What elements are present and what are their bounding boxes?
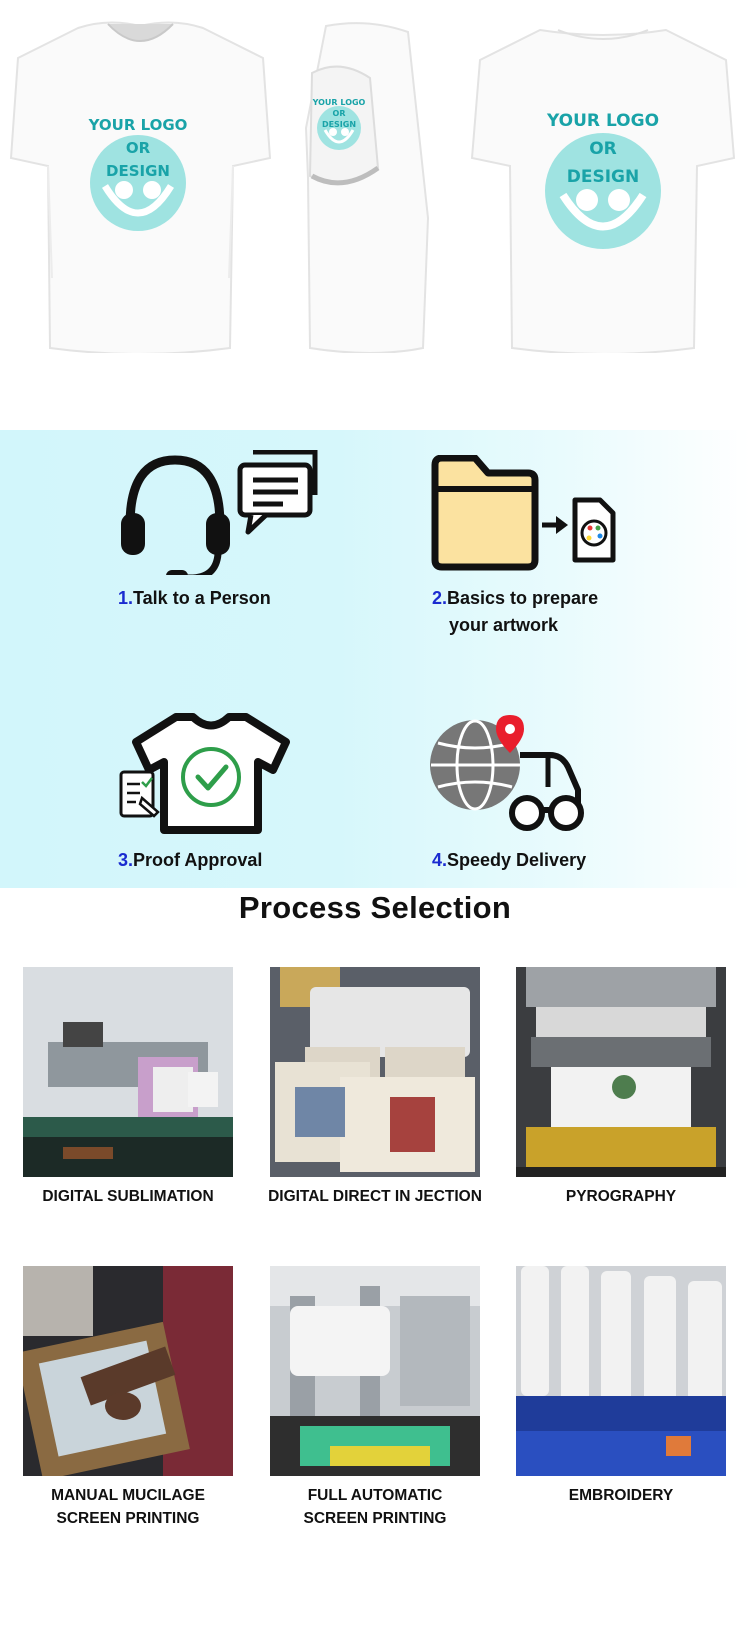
- step-4-label: 4.Speedy Delivery: [432, 847, 586, 874]
- sleeve-logo-line3: DESIGN: [322, 120, 356, 129]
- step-1-text: Talk to a Person: [133, 588, 271, 608]
- step-2-label: 2.Basics to prepare your artwork: [432, 585, 598, 639]
- step-2-text-line1: Basics to prepare: [447, 588, 599, 608]
- front-logo-line3: DESIGN: [106, 162, 170, 180]
- process-label-manual-screen-printing: MANUAL MUCILAGE SCREEN PRINTING: [51, 1487, 205, 1527]
- back-logo-line2: OR: [589, 139, 617, 159]
- step-1-number: 1.: [118, 588, 134, 608]
- process-label-pyrography: PYROGRAPHY: [565, 1188, 677, 1205]
- manual-screen-printing-photo: [23, 1266, 233, 1476]
- sleeve-shirt-mockup: YOUR LOGO OR DESIGN: [304, 22, 430, 353]
- process-selection-title: Process Selection: [238, 890, 512, 925]
- step-3-number: 3.: [118, 850, 134, 870]
- automatic-screen-printing-photo: [270, 1266, 480, 1476]
- step-2-text-line2: your artwork: [449, 615, 559, 635]
- pyrography-photo: [516, 967, 726, 1177]
- step-1-label: 1.Talk to a Person: [118, 585, 271, 612]
- front-logo-line1: YOUR LOGO: [88, 116, 188, 134]
- process-label-direct-injection: DIGITAL DIRECT IN JECTION: [268, 1188, 482, 1205]
- process-label-embroidery: EMBROIDERY: [568, 1487, 674, 1504]
- sleeve-logo-line2: OR: [333, 109, 346, 118]
- direct-injection-photo: [270, 967, 480, 1177]
- back-shirt-mockup: YOUR LOGO OR DESIGN: [470, 28, 736, 353]
- step-3-label: 3.Proof Approval: [118, 847, 262, 874]
- back-logo-line3: DESIGN: [567, 167, 639, 187]
- step-4-number: 4.: [432, 850, 448, 870]
- step-4-text: Speedy Delivery: [447, 850, 587, 870]
- headset-chat-icon: [121, 450, 318, 575]
- embroidery-photo: [516, 1266, 726, 1476]
- front-logo-line2: OR: [126, 139, 151, 157]
- back-logo-line1: YOUR LOGO: [546, 111, 659, 131]
- shirt-check-icon: [119, 713, 290, 834]
- step-2-number: 2.: [432, 588, 448, 608]
- process-label-digital-sublimation: DIGITAL SUBLIMATION: [42, 1188, 214, 1205]
- sleeve-logo-line1: YOUR LOGO: [312, 98, 366, 107]
- digital-sublimation-photo: [23, 967, 233, 1177]
- folder-artwork-icon: [431, 455, 616, 571]
- globe-truck-icon: [430, 715, 584, 831]
- step-3-text: Proof Approval: [133, 850, 263, 870]
- process-steps-panel: 1.Talk to a Person 2.Basics to prepare y…: [0, 430, 750, 888]
- process-label-automatic-screen-printing: FULL AUTOMATIC SCREEN PRINTING: [303, 1487, 447, 1527]
- front-shirt-mockup: YOUR LOGO OR DESIGN: [9, 21, 272, 353]
